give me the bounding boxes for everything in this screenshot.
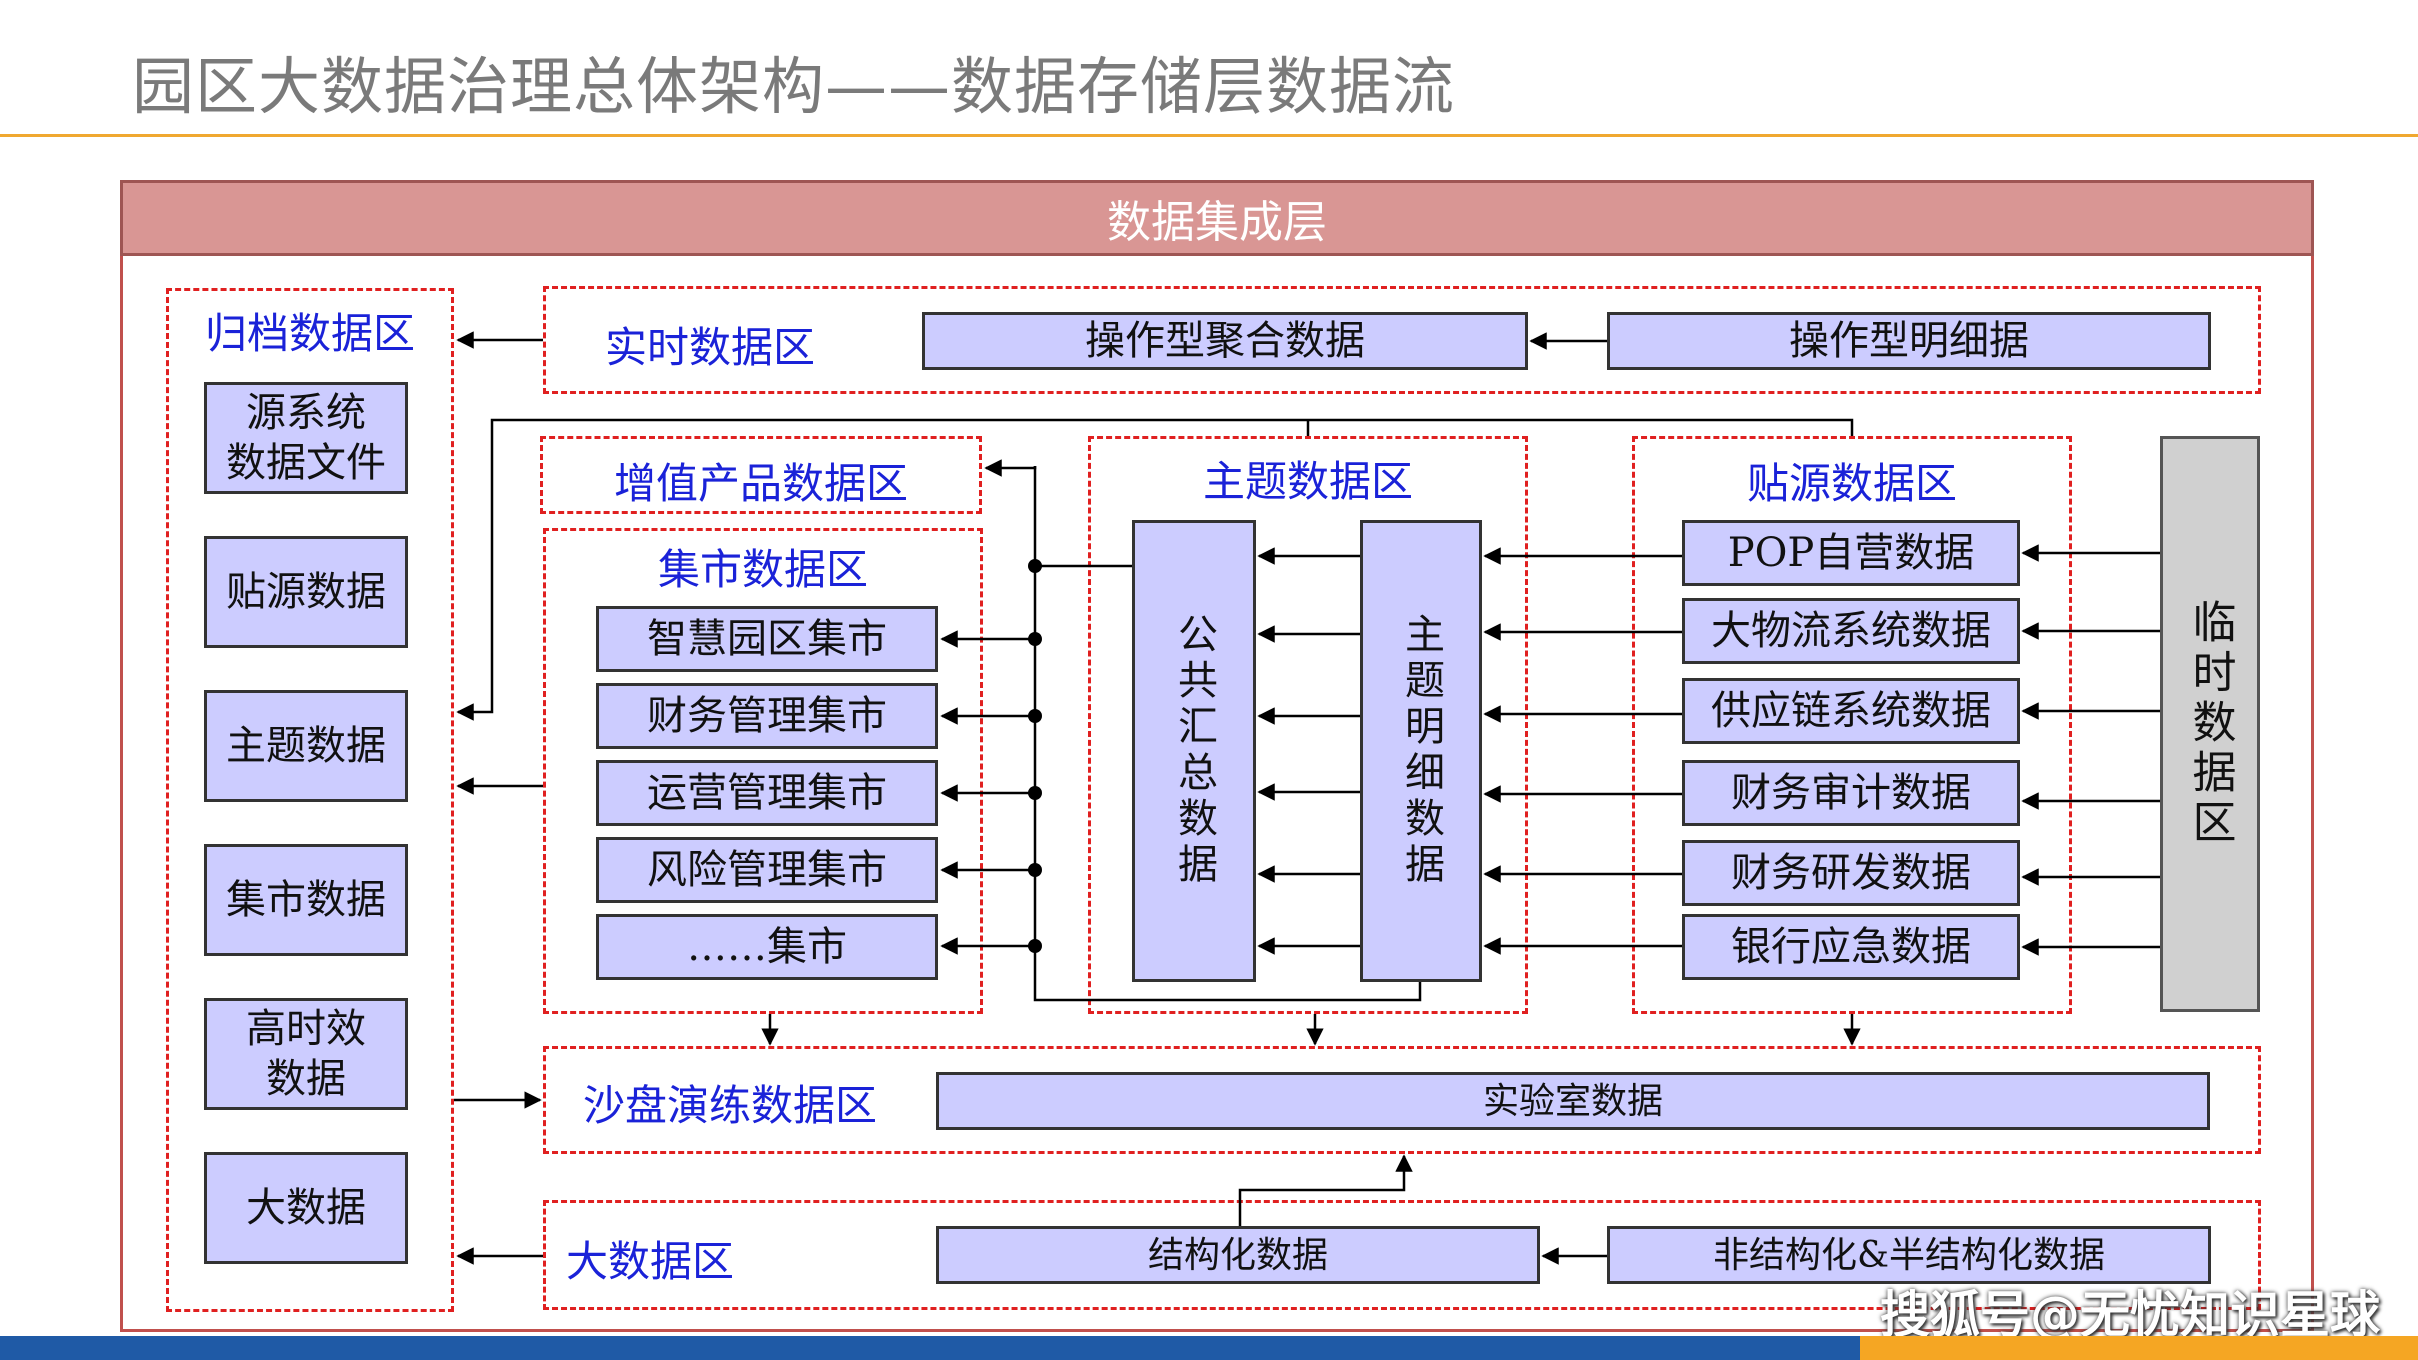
realtime-zone-label: 实时数据区 — [604, 323, 815, 372]
archive-item-high-timeliness: 高时效 数据 — [204, 998, 408, 1110]
source-zone-label: 贴源数据区 — [1746, 459, 1957, 508]
sandbox-zone-label: 沙盘演练数据区 — [582, 1081, 877, 1130]
title-rule — [0, 134, 2418, 137]
structured-data-box: 结构化数据 — [936, 1226, 1540, 1284]
archive-item-big-data: 大数据 — [204, 1152, 408, 1264]
mart-item-operations: 运营管理集市 — [596, 760, 938, 826]
topic-detail-box: 主题明细数据 — [1360, 520, 1482, 982]
mart-item-smart-park: 智慧园区集市 — [596, 606, 938, 672]
source-item-bank: 银行应急数据 — [1682, 914, 2020, 980]
value-added-zone-label: 增值产品数据区 — [613, 459, 908, 508]
bigdata-zone-label: 大数据区 — [565, 1237, 734, 1286]
source-item-rnd: 财务研发数据 — [1682, 840, 2020, 906]
page-title: 园区大数据治理总体架构——数据存储层数据流 — [132, 50, 1456, 123]
mart-item-finance: 财务管理集市 — [596, 683, 938, 749]
lab-data-box: 实验室数据 — [936, 1072, 2210, 1130]
topic-zone-label: 主题数据区 — [1202, 457, 1413, 506]
source-item-audit: 财务审计数据 — [1682, 760, 2020, 826]
realtime-agg-box: 操作型聚合数据 — [922, 312, 1528, 370]
source-item-supply-chain: 供应链系统数据 — [1682, 678, 2020, 744]
layer-header: 数据集成层 — [120, 180, 2314, 256]
footer-bar-blue — [0, 1336, 1860, 1360]
sandbox-zone — [543, 1046, 2261, 1154]
realtime-detail-box: 操作型明细据 — [1607, 312, 2211, 370]
archive-zone-label: 归档数据区 — [204, 309, 415, 358]
realtime-zone — [543, 286, 2261, 394]
archive-item-source-data: 贴源数据 — [204, 536, 408, 648]
footer-bar-orange — [1860, 1336, 2418, 1360]
source-item-pop: POP自营数据 — [1682, 520, 2020, 586]
archive-item-mart-data: 集市数据 — [204, 844, 408, 956]
archive-item-topic-data: 主题数据 — [204, 690, 408, 802]
unstructured-data-box: 非结构化&半结构化数据 — [1607, 1226, 2211, 1284]
mart-zone-label: 集市数据区 — [657, 545, 868, 594]
archive-zone — [166, 288, 454, 1312]
mart-item-other: ……集市 — [596, 914, 938, 980]
watermark: 搜狐号@无忧知识星球 — [1880, 1286, 2380, 1344]
temp-zone-box: 临时数据区 — [2160, 436, 2260, 1012]
source-item-logistics: 大物流系统数据 — [1682, 598, 2020, 664]
mart-item-risk: 风险管理集市 — [596, 837, 938, 903]
archive-item-source-files: 源系统 数据文件 — [204, 382, 408, 494]
topic-public-summary-box: 公共汇总数据 — [1132, 520, 1256, 982]
